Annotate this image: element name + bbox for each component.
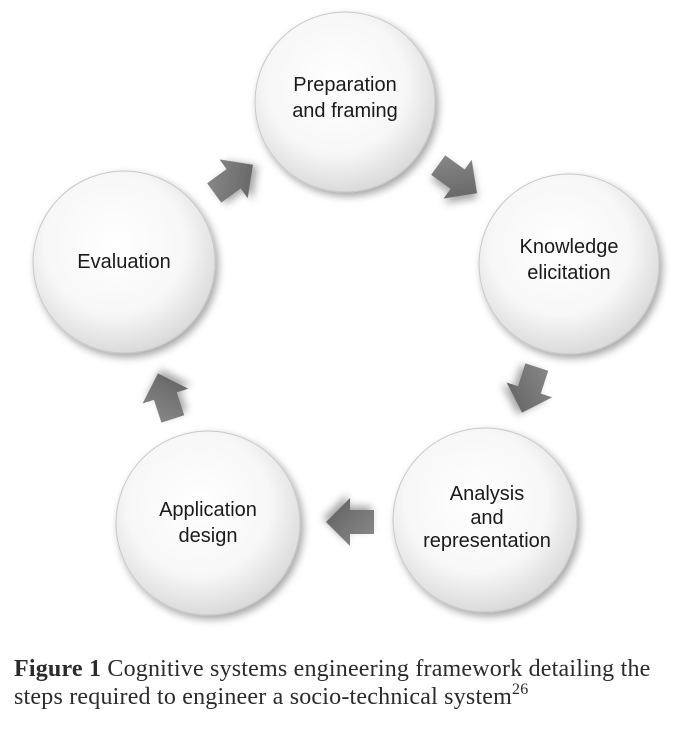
cycle-diagram: Preparation and framing Knowledge elicit…	[32, 11, 660, 616]
node-knowledge-line-1: Knowledge	[520, 236, 619, 258]
figure-reference: 26	[512, 681, 529, 698]
node-knowledge-line-2: elicitation	[527, 262, 610, 284]
node-preparation: Preparation and framing	[254, 11, 436, 193]
node-preparation-line-1: Preparation	[293, 74, 396, 96]
node-evaluation-line-1: Evaluation	[77, 251, 170, 273]
arrow-preparation-to-knowledge	[431, 155, 478, 199]
arrow-application-to-evaluation	[142, 373, 189, 423]
node-application-line-1: Application	[159, 499, 257, 521]
node-application: Application design	[115, 430, 301, 616]
node-application-line-2: design	[179, 525, 238, 547]
node-preparation-line-2: and framing	[292, 100, 398, 122]
node-analysis-line-3: representation	[423, 530, 551, 552]
arrow-analysis-to-application	[326, 498, 374, 546]
node-analysis: Analysis and representation	[392, 427, 578, 613]
node-knowledge: Knowledge elicitation	[478, 173, 660, 355]
figure-caption-text: Cognitive systems engineering framework …	[14, 656, 651, 710]
arrow-knowledge-to-analysis	[506, 363, 553, 413]
figure-caption: Figure 1 Cognitive systems engineering f…	[14, 655, 669, 711]
figure-label: Figure 1	[14, 656, 102, 682]
node-analysis-line-1: Analysis	[450, 483, 524, 505]
node-analysis-line-2: and	[470, 507, 503, 529]
node-evaluation: Evaluation	[32, 170, 216, 354]
arrow-evaluation-to-preparation	[207, 159, 254, 203]
